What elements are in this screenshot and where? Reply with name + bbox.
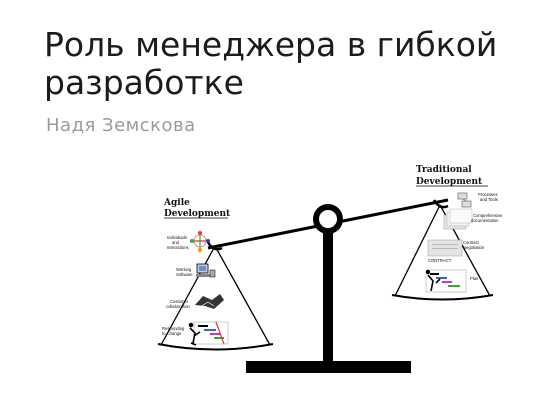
agile-item-working-software: Working Software	[176, 263, 216, 278]
agile-item-label: Working	[176, 267, 192, 272]
slide-author: Надя Земскова	[46, 115, 196, 136]
slide-title-line-2: разработке	[44, 63, 244, 102]
scale-post	[323, 226, 333, 362]
agile-item-label: Customer	[170, 299, 189, 304]
gantt-chart-icon	[188, 321, 229, 346]
contract-word: CONTRACT	[428, 258, 452, 263]
slide-title: Роль менеджера в гибкой разработке	[44, 26, 504, 102]
agile-item-label: and	[172, 240, 180, 245]
traditional-item-processes-tools: Processes and Tools	[457, 192, 498, 208]
plan-gantt-icon	[425, 269, 467, 293]
scale-base	[246, 361, 411, 373]
agile-item-individuals: Individuals and Interactions	[167, 231, 210, 252]
traditional-item-label: Processes	[478, 192, 498, 197]
agile-item-label: Software	[176, 272, 193, 277]
agile-item-responding-to-change: Responding to Change	[162, 321, 229, 346]
traditional-title-line-1: Traditional	[416, 165, 472, 175]
traditional-item-label: Contract	[463, 240, 480, 245]
traditional-item-label: Negotiation	[463, 245, 485, 250]
flowchart-icon	[457, 192, 472, 208]
traditional-item-label: and Tools	[480, 197, 498, 202]
contract-document-icon	[427, 239, 463, 257]
agile-item-label: Interactions	[167, 245, 189, 250]
agile-title-line-2: Development	[164, 209, 231, 219]
scale-pivot-ring	[313, 204, 343, 234]
document-stack-icon	[443, 208, 473, 230]
traditional-item-label: Comprehensive	[473, 213, 503, 218]
agile-pan	[157, 245, 274, 351]
slide-title-line-1: Роль менеджера в гибкой	[44, 25, 498, 64]
traditional-item-label: documentation	[471, 218, 499, 223]
agile-item-label: Responding	[162, 326, 185, 331]
people-network-icon	[190, 231, 210, 252]
agile-item-label: Individuals	[167, 235, 187, 240]
agile-item-label: to Change	[162, 331, 182, 336]
traditional-item-documentation: Comprehensive documentation	[443, 208, 503, 230]
traditional-title-line-2: Development	[416, 177, 483, 187]
computer-icon	[196, 263, 216, 278]
agile-title-line-1: Agile	[163, 198, 190, 208]
traditional-item-label: Plan	[470, 276, 479, 281]
handshake-icon	[195, 294, 224, 309]
traditional-item-plan: Plan	[425, 269, 479, 293]
agile-item-label: collaboration	[166, 304, 190, 309]
agile-item-customer-collaboration: Customer collaboration	[166, 294, 224, 309]
traditional-item-contract: CONTRACT Contract Negotiation	[427, 239, 485, 263]
